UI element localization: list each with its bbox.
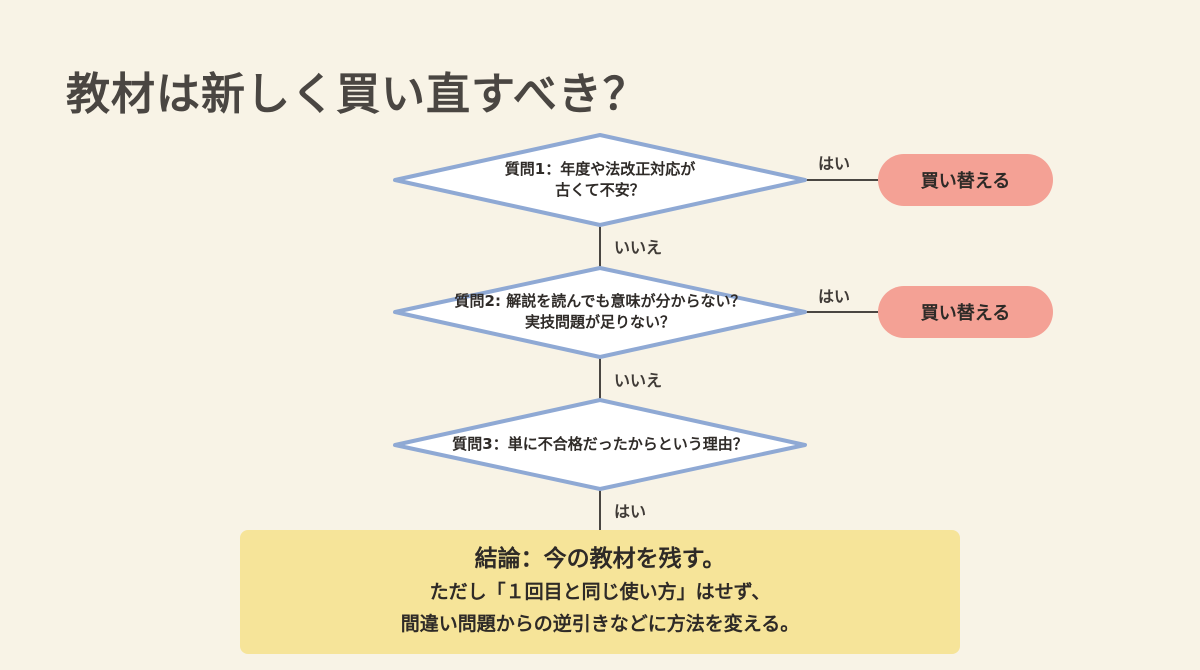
- edge-label-no-1: いいえ: [614, 238, 663, 257]
- conclusion-box: 結論：今の教材を残す。 ただし「１回目と同じ使い方」はせず、 間違い問題からの逆…: [240, 530, 960, 654]
- outcome-buy-1: 買い替える: [878, 154, 1053, 206]
- question-2-text: 質問2: 解説を読んでも意味が分からない？ 実技問題が足りない？: [420, 291, 780, 333]
- conclusion-line-2: 間違い問題からの逆引きなどに方法を変える。: [400, 613, 800, 635]
- question-1-line1: 質問1：年度や法改正対応が: [504, 160, 696, 178]
- edge-label-no-2: いいえ: [614, 371, 663, 390]
- decision-diamond-q1: [393, 133, 807, 227]
- question-3-line1: 質問3：単に不合格だったからという理由？: [452, 435, 748, 453]
- decision-diamond-q2: [393, 266, 807, 359]
- conclusion-heading: 結論：今の教材を残す。: [474, 546, 726, 572]
- edge-label-yes-3: はい: [614, 502, 647, 521]
- page-title: 教材は新しく買い直すべき？: [66, 69, 648, 120]
- conclusion-line-1: ただし「１回目と同じ使い方」はせず、: [429, 581, 771, 603]
- question-2-line1: 質問2: 解説を読んでも意味が分からない？: [454, 292, 746, 310]
- decision-diamond-q3: [393, 398, 807, 491]
- edge-label-yes-2: はい: [818, 287, 851, 306]
- outcome-buy-2: 買い替える: [878, 286, 1053, 338]
- question-2-line2: 実技問題が足りない？: [524, 313, 675, 331]
- question-3-text: 質問3：単に不合格だったからという理由？: [420, 434, 780, 455]
- question-1-line2: 古くて不安？: [555, 181, 645, 199]
- edge-label-yes-1: はい: [818, 154, 851, 173]
- question-1-text: 質問1：年度や法改正対応が 古くて不安？: [450, 159, 750, 201]
